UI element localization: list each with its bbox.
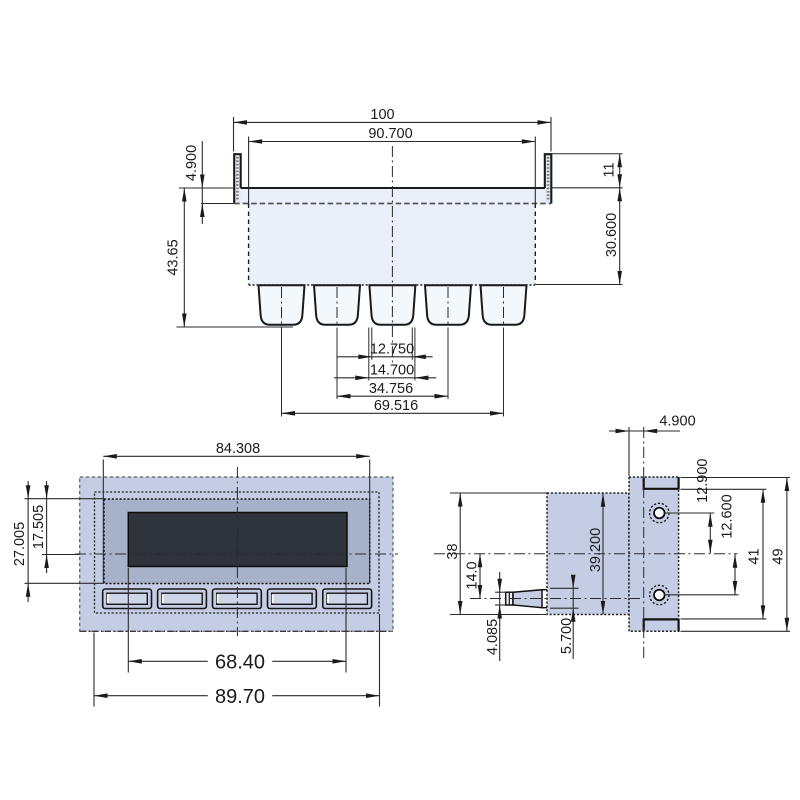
- svg-text:89.70: 89.70: [215, 686, 265, 708]
- svg-text:12.750: 12.750: [370, 341, 414, 357]
- svg-text:27.005: 27.005: [12, 522, 28, 566]
- svg-text:17.505: 17.505: [31, 505, 47, 549]
- svg-text:14.0: 14.0: [465, 561, 481, 589]
- svg-text:38: 38: [445, 543, 461, 559]
- svg-text:30.600: 30.600: [604, 213, 620, 257]
- svg-text:34.756: 34.756: [369, 381, 413, 397]
- svg-text:84.308: 84.308: [216, 441, 260, 457]
- svg-text:39.200: 39.200: [588, 528, 604, 572]
- svg-text:43.65: 43.65: [166, 239, 182, 275]
- svg-text:69.516: 69.516: [374, 398, 418, 414]
- svg-text:41: 41: [747, 548, 763, 564]
- svg-text:11: 11: [602, 162, 618, 177]
- svg-text:12.900: 12.900: [695, 459, 711, 503]
- svg-text:12.600: 12.600: [720, 494, 736, 538]
- svg-text:14.700: 14.700: [370, 362, 414, 378]
- svg-text:49: 49: [771, 548, 787, 564]
- svg-text:90.700: 90.700: [368, 126, 412, 142]
- svg-text:5.700: 5.700: [559, 618, 575, 654]
- svg-text:4.900: 4.900: [659, 414, 695, 430]
- svg-text:68.40: 68.40: [215, 651, 265, 673]
- svg-text:4.900: 4.900: [184, 145, 200, 181]
- svg-text:4.085: 4.085: [485, 619, 501, 655]
- svg-text:100: 100: [370, 107, 394, 123]
